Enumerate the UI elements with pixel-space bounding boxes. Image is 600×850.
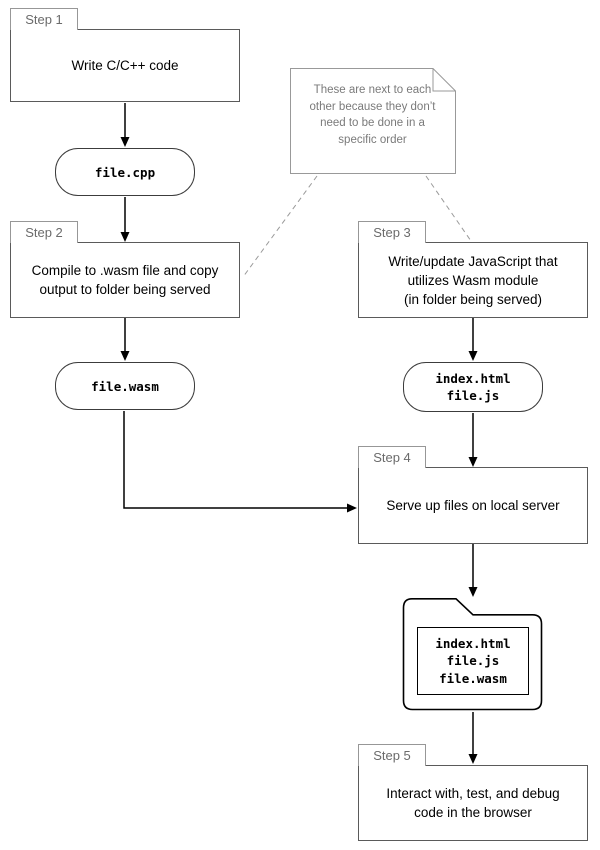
step2-box: Compile to .wasm file and copy output to… — [10, 242, 240, 318]
artifact-file-wasm-label: file.wasm — [91, 378, 159, 394]
arrowhead-indexjs-to-step4 — [468, 457, 478, 467]
artifact-index-js: index.html file.js — [403, 362, 543, 412]
step2-text: Compile to .wasm file and copy output to… — [31, 263, 219, 297]
note-shape — [290, 68, 456, 174]
note-fold-icon — [432, 68, 456, 92]
step2-tab-label: Step 2 — [25, 225, 63, 240]
arrowhead-step4-to-folder — [468, 587, 478, 597]
step3-tab-label: Step 3 — [373, 225, 411, 240]
step5-tab: Step 5 — [358, 744, 426, 766]
arrowhead-filewasm-to-step4 — [347, 503, 357, 513]
step1-tab: Step 1 — [10, 8, 78, 30]
arrow-filewasm-to-step4 — [123, 411, 348, 509]
note-link-to-step3 — [425, 175, 472, 242]
step5-box: Interact with, test, and debug code in t… — [358, 765, 588, 841]
artifact-file-cpp-label: file.cpp — [94, 164, 156, 180]
step5-tab-label: Step 5 — [373, 748, 411, 763]
step1-text: Write C/C++ code — [71, 58, 179, 73]
arrowhead-step3-to-indexjs — [468, 351, 478, 361]
artifact-file-wasm: file.wasm — [55, 362, 195, 410]
step3-text: Write/update JavaScript that utilizes Wa… — [388, 253, 558, 307]
arrowhead-filecpp-to-step2 — [120, 232, 130, 242]
folder-file-list: index.html file.js file.wasm — [417, 627, 529, 695]
step5-text: Interact with, test, and debug code in t… — [386, 786, 560, 820]
step4-text: Serve up files on local server — [386, 498, 560, 513]
folder-file-list-text: index.html file.js file.wasm — [435, 635, 511, 686]
step3-tab: Step 3 — [358, 221, 426, 243]
artifact-file-cpp: file.cpp — [55, 148, 195, 196]
note-link-to-step2 — [242, 175, 318, 278]
step4-box: Serve up files on local server — [358, 467, 588, 544]
step1-tab-label: Step 1 — [25, 12, 63, 27]
step1-box: Write C/C++ code — [10, 29, 240, 102]
step4-tab: Step 4 — [358, 446, 426, 468]
step4-tab-label: Step 4 — [373, 450, 411, 465]
arrowhead-step2-to-filewasm — [120, 351, 130, 361]
note: These are next to each other because the… — [309, 84, 436, 146]
step2-tab: Step 2 — [10, 221, 78, 243]
step3-box: Write/update JavaScript that utilizes Wa… — [358, 242, 588, 318]
artifact-index-js-label: index.html file.js — [435, 371, 511, 403]
arrowhead-folder-to-step5 — [468, 754, 478, 764]
arrowhead-step1-to-filecpp — [120, 137, 130, 147]
